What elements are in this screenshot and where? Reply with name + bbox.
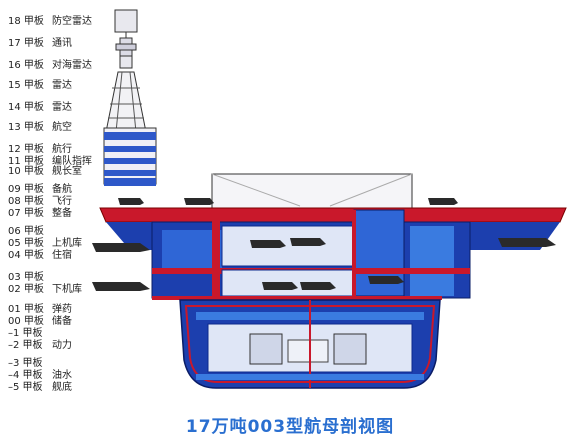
deck-function: 弹药 (52, 304, 72, 315)
deck-label: –4 甲板油水 (8, 370, 72, 382)
deck-label: 04 甲板住宿 (8, 250, 72, 262)
aircraft (92, 282, 150, 291)
lower-hull (179, 299, 441, 389)
deck-function: 通讯 (52, 38, 72, 49)
aircraft (290, 238, 326, 246)
deck-label: 18 甲板防空雷达 (8, 16, 92, 28)
deck-function: 住宿 (52, 250, 72, 261)
deck-label: 11 甲板编队指挥 (8, 156, 92, 168)
deck-number: 08 甲板 (8, 196, 44, 207)
deck-function: 动力 (52, 340, 72, 351)
deck-number: –5 甲板 (8, 382, 43, 393)
deck-number: 11 甲板 (8, 156, 44, 167)
aircraft (262, 282, 298, 290)
deck-label: 01 甲板弹药 (8, 304, 72, 316)
deck-function: 下机库 (52, 284, 82, 295)
deck-label: –5 甲板舰底 (8, 382, 72, 394)
deck-function: 航空 (52, 122, 72, 133)
deck-number: 13 甲板 (8, 122, 44, 133)
deck-label: 05 甲板上机库 (8, 238, 82, 250)
aircraft (92, 243, 150, 252)
deck-function: 飞行 (52, 196, 72, 207)
deck-function: 上机库 (52, 238, 82, 249)
deck-label: 16 甲板对海雷达 (8, 60, 92, 72)
deck-number: –1 甲板 (8, 328, 43, 339)
air-defense-radar (114, 9, 138, 33)
deck-label: 12 甲板航行 (8, 144, 72, 156)
deck-label: 10 甲板舰长室 (8, 166, 82, 178)
deck-number: 15 甲板 (8, 80, 44, 91)
deck-number: 06 甲板 (8, 226, 44, 237)
deck-function: 舰长室 (52, 166, 82, 177)
deck-number: 17 甲板 (8, 38, 44, 49)
diagram-caption: 17万吨003型航母剖视图 (185, 417, 395, 437)
aircraft (300, 282, 336, 290)
deck-label: –3 甲板 (8, 358, 52, 370)
aircraft (428, 198, 458, 205)
deck-number: –4 甲板 (8, 370, 43, 381)
deck-label: 13 甲板航空 (8, 122, 72, 134)
aircraft (118, 198, 144, 205)
deck-number: 04 甲板 (8, 250, 44, 261)
deck-number: 07 甲板 (8, 208, 44, 219)
island-tower (105, 71, 147, 133)
upper-hull (99, 173, 567, 300)
deck-label: 09 甲板备航 (8, 184, 72, 196)
surface-radar (119, 55, 133, 69)
aircraft-group (92, 198, 556, 291)
deck-number: –3 甲板 (8, 358, 43, 369)
deck-function: 油水 (52, 370, 72, 381)
deck-function: 雷达 (52, 102, 72, 113)
island-superstructure (103, 9, 157, 186)
deck-number: 09 甲板 (8, 184, 44, 195)
deck-number: 03 甲板 (8, 272, 44, 283)
deck-function: 编队指挥 (52, 156, 92, 167)
deck-function: 对海雷达 (52, 60, 92, 71)
deck-function: 舰底 (52, 382, 72, 393)
deck-number: 10 甲板 (8, 166, 44, 177)
aircraft (184, 198, 214, 205)
deck-label: 00 甲板储备 (8, 316, 72, 328)
deck-label: –1 甲板 (8, 328, 52, 340)
deck-label: 08 甲板飞行 (8, 196, 72, 208)
deck-function: 备航 (52, 184, 72, 195)
deck-number: 14 甲板 (8, 102, 44, 113)
deck-label: 06 甲板 (8, 226, 52, 238)
deck-label: 07 甲板整备 (8, 208, 72, 220)
deck-number: 05 甲板 (8, 238, 44, 249)
flight-deck (99, 207, 567, 223)
deck-label: 15 甲板雷达 (8, 80, 72, 92)
deck-label: 17 甲板通讯 (8, 38, 72, 50)
deck-number: 02 甲板 (8, 284, 44, 295)
aircraft (250, 240, 286, 248)
power-unit (333, 333, 367, 365)
deck-number: 01 甲板 (8, 304, 44, 315)
deck-function: 整备 (52, 208, 72, 219)
deck-label: 02 甲板下机库 (8, 284, 82, 296)
aircraft (498, 238, 556, 247)
deck-number: 16 甲板 (8, 60, 44, 71)
deck-function: 航行 (52, 144, 72, 155)
deck-number: 18 甲板 (8, 16, 44, 27)
deck-function: 储备 (52, 316, 72, 327)
deck-number: 00 甲板 (8, 316, 44, 327)
deck-label: –2 甲板动力 (8, 340, 72, 352)
deck-function: 防空雷达 (52, 16, 92, 27)
deck-function: 雷达 (52, 80, 72, 91)
deck-number: 12 甲板 (8, 144, 44, 155)
deck-number: –2 甲板 (8, 340, 43, 351)
deck-label: 14 甲板雷达 (8, 102, 72, 114)
aircraft (368, 276, 404, 284)
power-unit (249, 333, 283, 365)
deck-label: 03 甲板 (8, 272, 52, 284)
hangar-roof (211, 173, 413, 211)
